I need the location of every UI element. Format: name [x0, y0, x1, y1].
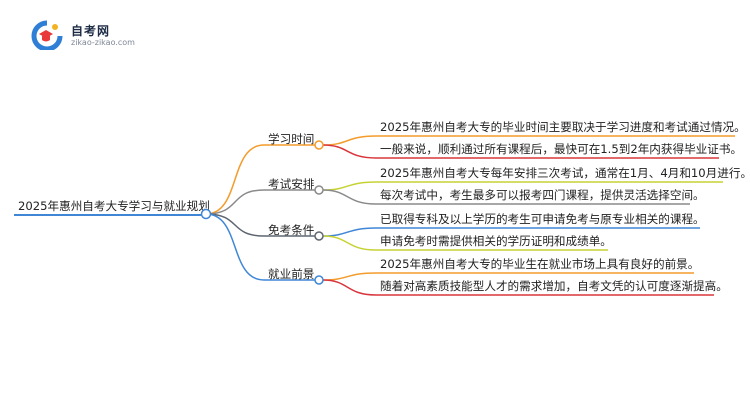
leaf-connector	[322, 189, 377, 205]
branch-node-exemption[interactable]	[314, 231, 324, 241]
logo-name: 自考网	[71, 24, 111, 38]
branch-label-employment: 就业前景	[268, 267, 314, 281]
branch-connector	[205, 213, 265, 281]
logo-mark-icon	[31, 20, 63, 50]
branch-node-employment[interactable]	[314, 275, 324, 285]
leaf-connector	[322, 235, 377, 251]
leaf-employment-1: 2025年惠州自考大专的毕业生在就业市场上具有良好的前景。	[380, 257, 699, 271]
branch-node-exam-schedule[interactable]	[314, 185, 324, 195]
leaf-study-time-2: 一般来说，顺利通过所有课程后，最快可在1.5到2年内获得毕业证书。	[380, 142, 742, 156]
branch-connector	[205, 189, 265, 215]
leaf-connector	[322, 181, 377, 191]
leaf-study-time-1: 2025年惠州自考大专的毕业时间主要取决于学习进度和考试通过情况。	[380, 120, 746, 134]
site-logo[interactable]: 自考网 zikao-zikao.com	[30, 18, 140, 52]
root-node[interactable]	[200, 208, 212, 220]
leaf-employment-2: 随着对高素质技能型人才的需求增加，自考文凭的认可度逐渐提高。	[380, 279, 728, 293]
branch-label-exam-schedule: 考试安排	[268, 177, 315, 191]
branch-connector	[205, 144, 265, 215]
leaf-connector	[322, 135, 377, 146]
branch-label-exemption: 免考条件	[268, 223, 315, 237]
leaf-connector	[322, 144, 377, 159]
leaf-exemption-2: 申请免考时需提供相关的学历证明和成绩单。	[380, 234, 612, 248]
branch-connector	[205, 213, 265, 237]
logo-url: zikao-zikao.com	[71, 38, 135, 47]
leaf-exemption-1: 已取得专科及以上学历的考生可申请免考与原专业相关的课程。	[380, 212, 705, 226]
leaf-connector	[322, 279, 377, 296]
branch-node-study-time[interactable]	[314, 140, 324, 150]
leaf-exam-schedule-1: 2025年惠州自考大专每年安排三次考试，通常在1月、4月和10月进行。	[380, 166, 750, 180]
leaf-connector	[322, 227, 377, 237]
root-label: 2025年惠州自考大专学习与就业规划	[18, 199, 210, 213]
branch-label-study-time: 学习时间	[268, 132, 314, 146]
leaf-connector	[322, 272, 377, 281]
leaf-exam-schedule-2: 每次考试中，考生最多可以报考四门课程，提供灵活选择空间。	[380, 188, 705, 202]
